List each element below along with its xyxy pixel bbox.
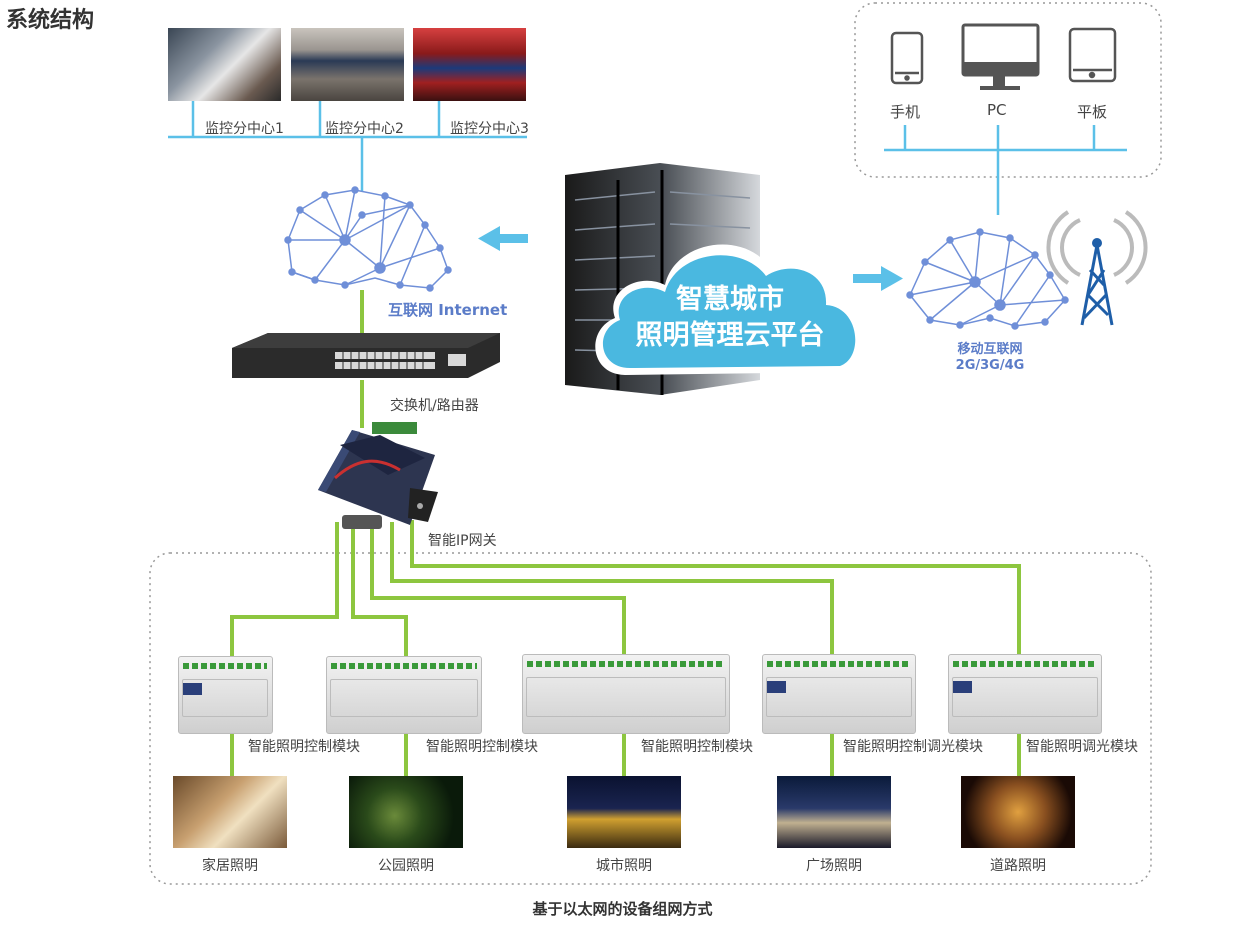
cloud-platform-shape xyxy=(595,244,865,375)
cloud-platform-line2: 照明管理云平台 xyxy=(635,320,825,351)
page-title: 系统结构 xyxy=(6,8,95,33)
site-photo-city xyxy=(567,776,681,848)
site-photo-home xyxy=(173,776,287,848)
mobile-network-icon xyxy=(906,228,1069,330)
monitor-center-photo-3 xyxy=(413,28,526,101)
module-label-3: 智能照明控制模块 xyxy=(641,739,753,755)
module-label-4: 智能照明控制调光模块 xyxy=(843,739,983,755)
monitor-center-label-2: 监控分中心2 xyxy=(325,121,404,137)
mobile-network-label: 移动互联网 2G/3G/4G xyxy=(940,342,1040,374)
internet-label: 互联网 Internet xyxy=(388,301,508,319)
cloud-platform-line1: 智慧城市 xyxy=(676,284,784,315)
site-photo-square xyxy=(777,776,891,848)
module-label-1: 智能照明控制模块 xyxy=(248,739,360,755)
device-group-frame xyxy=(149,552,1152,885)
terminal-group-frame xyxy=(854,2,1162,178)
control-module-2 xyxy=(326,656,482,734)
site-label-home: 家居照明 xyxy=(202,858,258,874)
terminal-label-tablet: 平板 xyxy=(1077,103,1108,121)
control-module-5 xyxy=(948,654,1102,734)
internet-network-icon xyxy=(284,186,452,292)
site-photo-park xyxy=(349,776,463,848)
arrow-left-icon xyxy=(478,226,528,251)
mobile-network-line1: 移动互联网 xyxy=(957,342,1023,357)
switch-label: 交换机/路由器 xyxy=(390,398,479,414)
monitor-center-label-3: 监控分中心3 xyxy=(450,121,529,137)
terminal-label-phone: 手机 xyxy=(890,103,921,121)
pc-monitor-icon xyxy=(961,23,1040,90)
monitor-center-photo-2 xyxy=(291,28,404,101)
control-module-4 xyxy=(762,654,916,734)
site-label-park: 公园照明 xyxy=(378,858,434,874)
mobile-network-line2: 2G/3G/4G xyxy=(955,358,1025,373)
radio-tower-icon xyxy=(1046,210,1148,326)
module-label-2: 智能照明控制模块 xyxy=(426,739,538,755)
ethernet-lines xyxy=(230,290,1021,776)
control-module-3 xyxy=(522,654,730,734)
terminal-bus xyxy=(884,125,1127,215)
site-photo-road xyxy=(961,776,1075,848)
arrow-right-icon xyxy=(853,266,903,291)
module-label-5: 智能照明调光模块 xyxy=(1026,739,1138,755)
network-switch-image xyxy=(232,333,500,378)
cloud-platform-title: 智慧城市 照明管理云平台 xyxy=(615,282,845,354)
site-label-road: 道路照明 xyxy=(990,858,1046,874)
monitor-center-label-1: 监控分中心1 xyxy=(205,121,284,137)
monitoring-bus xyxy=(168,101,527,192)
footer-caption: 基于以太网的设备组网方式 xyxy=(532,900,713,918)
ip-gateway-image xyxy=(318,422,438,529)
gateway-label: 智能IP网关 xyxy=(428,533,497,549)
monitor-center-photo-1 xyxy=(168,28,281,101)
tablet-icon xyxy=(1068,27,1117,83)
control-module-1 xyxy=(178,656,273,734)
site-label-city: 城市照明 xyxy=(596,858,652,874)
site-label-square: 广场照明 xyxy=(806,858,862,874)
terminal-label-pc: PC xyxy=(987,101,1007,119)
phone-icon xyxy=(890,31,924,85)
